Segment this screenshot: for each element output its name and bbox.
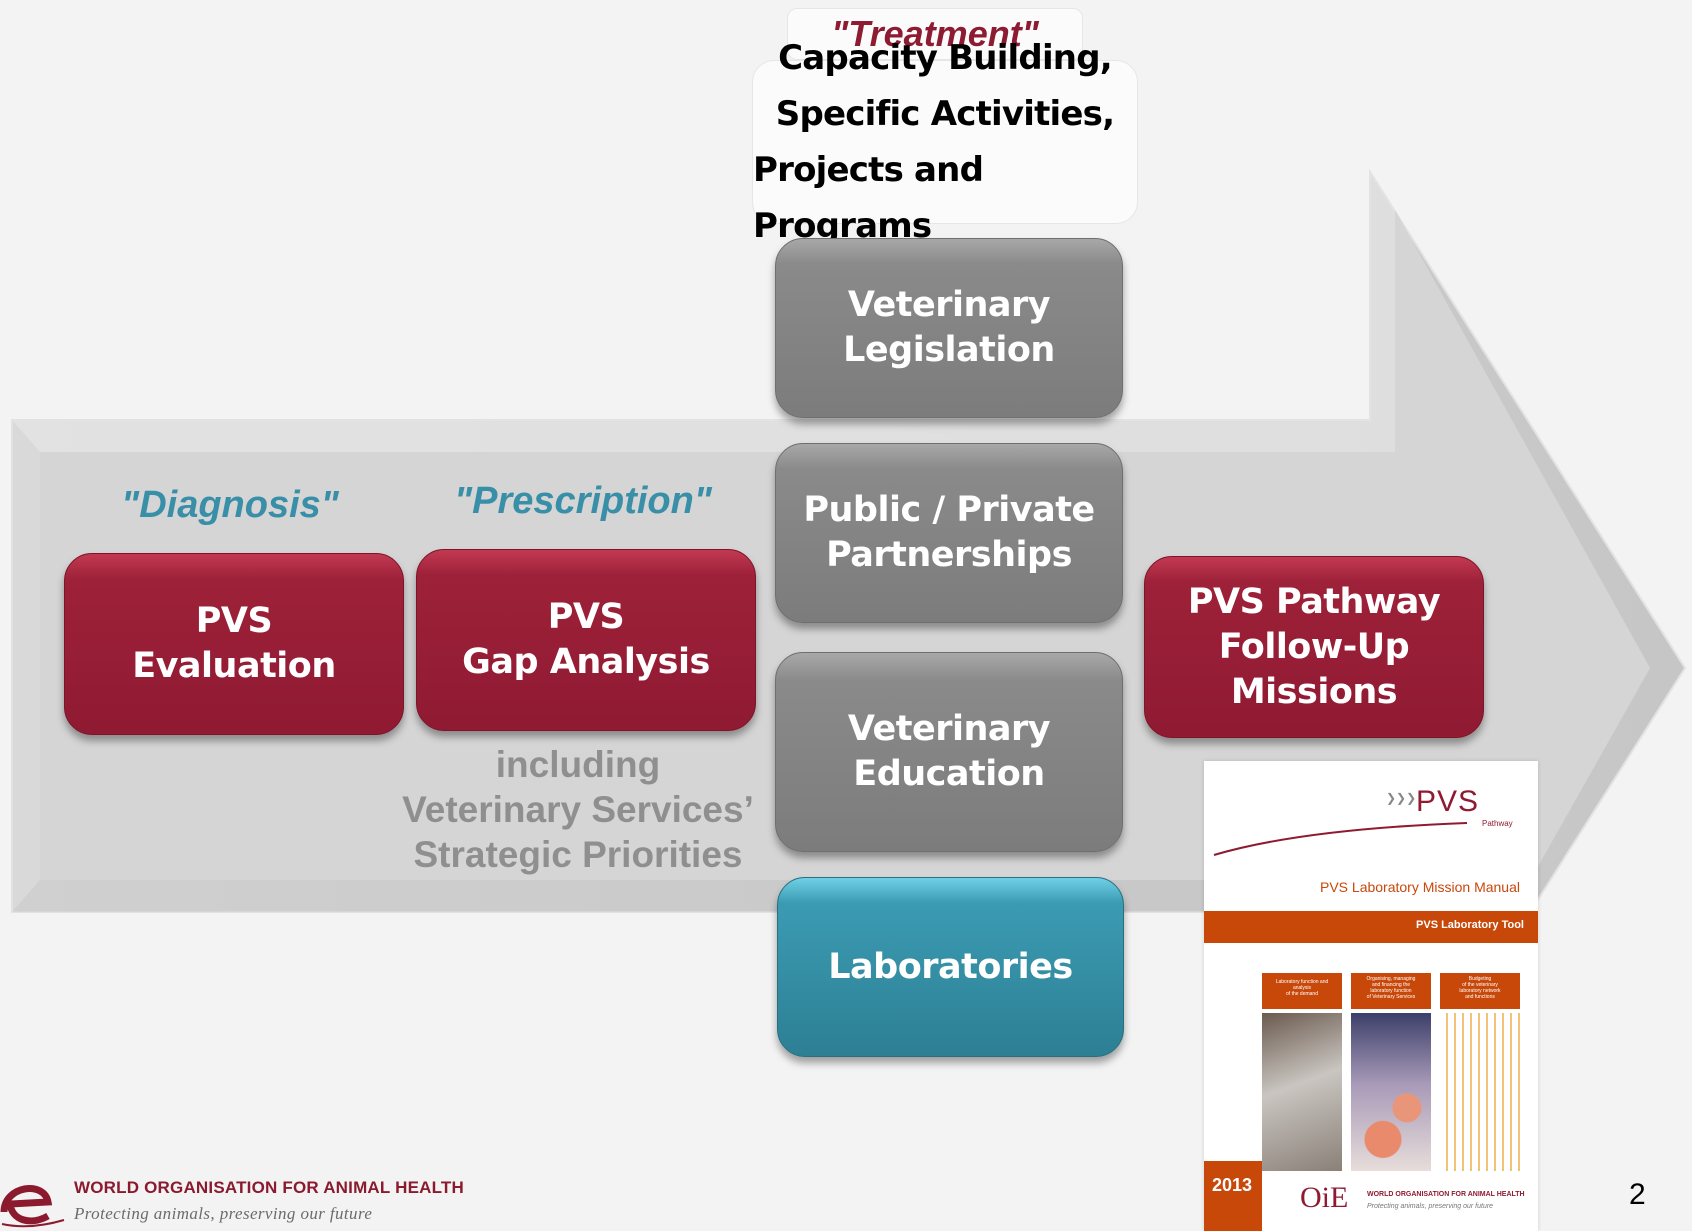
manual-band-text: PVS Laboratory Tool: [1416, 919, 1524, 931]
lab-photo-2: [1351, 1013, 1431, 1171]
page-number: 2: [1629, 1178, 1646, 1211]
box-line: Gap Analysis: [462, 642, 710, 682]
col-line: analysis: [1292, 985, 1312, 991]
manual-year: 2013: [1212, 1175, 1253, 1195]
note-line: including: [495, 744, 661, 785]
note-line: Strategic Priorities: [413, 834, 743, 875]
col-line: of the veterinary: [1462, 982, 1498, 988]
col-line: laboratory function: [1370, 988, 1412, 994]
gap-analysis-note: including Veterinary Services’ Strategic…: [390, 742, 766, 877]
lab-photo-1: [1262, 1013, 1342, 1171]
box-line: PVS: [195, 601, 273, 641]
veterinary-education-box: Veterinary Education: [775, 652, 1123, 852]
manual-brand: PVS: [1416, 785, 1480, 818]
manual-column-header: Budgeting of the veterinary laboratory n…: [1440, 973, 1520, 1009]
manual-year-band: 2013: [1204, 1161, 1262, 1231]
manual-brand-sub: Pathway: [1482, 819, 1513, 828]
laboratories-box: Laboratories: [777, 877, 1124, 1057]
treatment-label: "Treatment": [787, 8, 1083, 60]
treatment-line: Capacity Building,: [778, 38, 1113, 78]
box-line: Partnerships: [826, 535, 1072, 575]
col-line: and financing the: [1371, 982, 1411, 988]
col-line: laboratory network: [1459, 988, 1501, 994]
manual-swoosh: [1213, 822, 1468, 856]
col-line: and functions: [1465, 994, 1495, 1000]
prescription-label: "Prescription": [454, 480, 712, 522]
public-private-partnerships-box: Public / Private Partnerships: [775, 443, 1123, 623]
arrow-bevel-bottom: [12, 880, 1395, 1164]
box-line: Evaluation: [132, 646, 336, 686]
pvs-gap-analysis-box: PVS Gap Analysis: [416, 549, 756, 731]
pvs-evaluation-box: PVS Evaluation: [64, 553, 404, 735]
manual-column-header: Laboratory function and analysis of the …: [1262, 973, 1342, 1009]
box-line: Public / Private: [803, 490, 1095, 530]
diagnosis-label: "Diagnosis": [121, 484, 339, 526]
manual-band: PVS Laboratory Tool: [1204, 911, 1538, 943]
oie-logo-icon: [0, 1185, 65, 1228]
box-line: Education: [853, 754, 1045, 794]
manual-column-header: Organising, managing and financing the l…: [1351, 973, 1431, 1009]
note-line: Veterinary Services’: [402, 789, 754, 830]
box-line: Veterinary: [847, 285, 1051, 325]
box-line: Legislation: [843, 330, 1055, 370]
pvs-follow-up-box: PVS Pathway Follow-Up Missions: [1144, 556, 1484, 738]
footer-organisation: WORLD ORGANISATION FOR ANIMAL HEALTH: [74, 1178, 464, 1197]
box-line: Missions: [1230, 671, 1398, 712]
lab-photo-3: [1440, 1013, 1520, 1171]
col-line: Laboratory function and: [1275, 979, 1329, 985]
oie-logo-icon: OiE: [1300, 1181, 1349, 1214]
manual-cover-image: ❯❯❯ PVS Pathway PVS Laboratory Mission M…: [1204, 761, 1538, 1231]
treatment-line: Specific Activities,: [775, 94, 1115, 134]
col-line: Organising, managing: [1366, 976, 1416, 982]
manual-org: WORLD ORGANISATION FOR ANIMAL HEALTH: [1367, 1191, 1525, 1198]
box-line: Laboratories: [828, 946, 1073, 987]
box-line: Veterinary: [847, 709, 1051, 749]
manual-title: PVS Laboratory Mission Manual: [1320, 879, 1520, 895]
box-line: PVS: [547, 597, 625, 637]
col-line: of the demand: [1286, 991, 1318, 997]
box-line: Follow-Up: [1218, 626, 1410, 667]
treatment-line: Projects and Programs: [753, 150, 984, 246]
chevrons-icon: ❯❯❯: [1386, 791, 1417, 805]
footer-tagline: Protecting animals, preserving our futur…: [74, 1204, 373, 1223]
col-line: of Veterinary Services: [1366, 994, 1416, 1000]
arrow-bevel-top: [12, 172, 1395, 452]
col-line: Budgeting: [1468, 976, 1492, 982]
treatment-description: Capacity Building, Specific Activities, …: [752, 38, 1138, 246]
box-line: PVS Pathway: [1187, 581, 1441, 622]
manual-tagline: Protecting animals, preserving our futur…: [1367, 1203, 1494, 1210]
veterinary-legislation-box: Veterinary Legislation: [775, 238, 1123, 418]
